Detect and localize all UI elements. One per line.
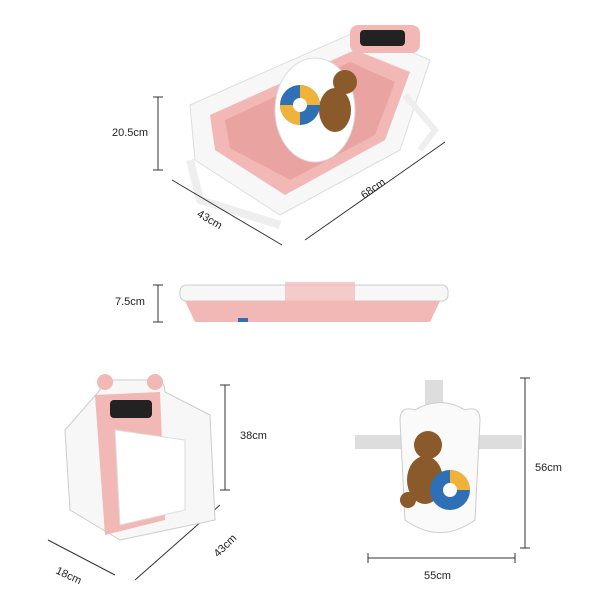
cushion-width-label: 55cm <box>424 570 451 582</box>
side-height-label: 7.5cm <box>115 296 145 308</box>
bath-cushion-image <box>355 380 522 533</box>
cushion-height-label: 56cm <box>535 462 562 474</box>
folded-height-label: 38cm <box>240 430 267 442</box>
side-view-tub-image <box>179 282 449 322</box>
dimension-lines <box>47 96 530 581</box>
folded-tub-image <box>64 374 216 541</box>
open-height-label: 20.5cm <box>112 127 149 139</box>
open-tub-image <box>186 25 439 229</box>
